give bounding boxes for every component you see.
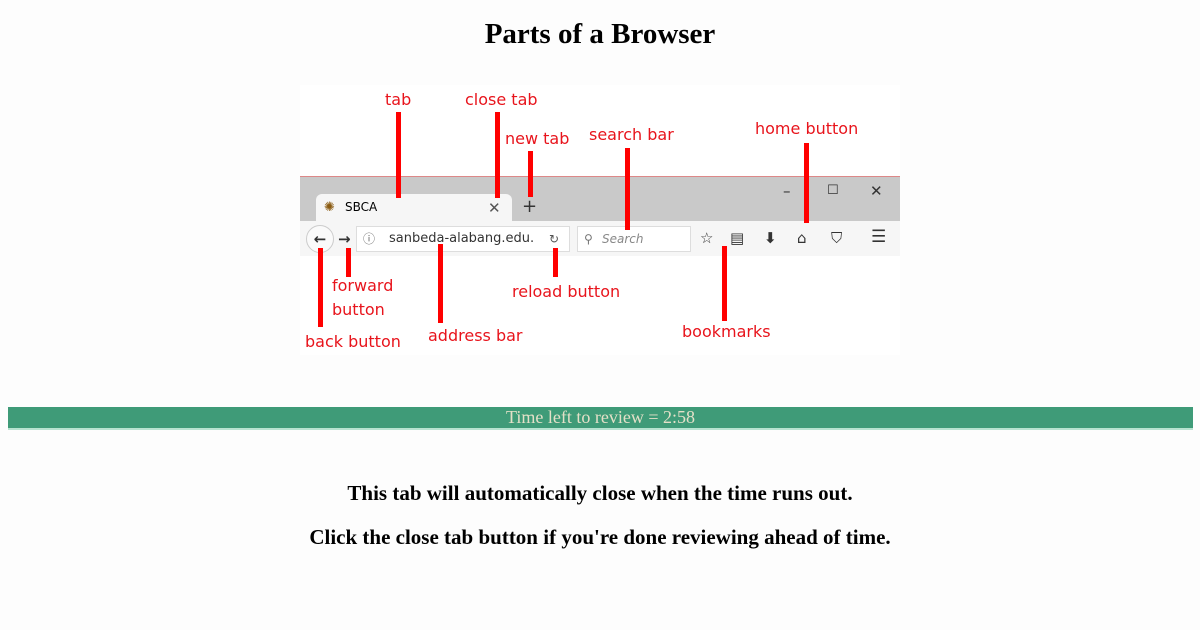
browser-tab: ✺ SBCA ✕ bbox=[316, 194, 512, 221]
pocket-icon: ⛉ bbox=[831, 229, 843, 247]
label-back-button: back button bbox=[305, 332, 401, 351]
browser-toolbar: ← → ⓘ sanbeda-alabang.edu. ↻ ⚲ Search ☆ … bbox=[300, 221, 900, 256]
label-bookmarks: bookmarks bbox=[682, 322, 771, 341]
new-tab-icon: + bbox=[522, 196, 538, 217]
menu-icon: ☰ bbox=[871, 227, 887, 247]
new-tab-pointer bbox=[528, 151, 533, 197]
search-bar: ⚲ Search bbox=[577, 226, 691, 252]
home-button-pointer bbox=[804, 143, 809, 223]
info-icon: ⓘ bbox=[363, 232, 376, 246]
home-icon: ⌂ bbox=[797, 229, 807, 247]
window-close-icon: ✕ bbox=[870, 182, 883, 200]
label-forward-button-2: button bbox=[332, 300, 385, 319]
close-tab-pointer bbox=[495, 112, 500, 198]
label-home-button: home button bbox=[755, 119, 859, 138]
label-close-tab: close tab bbox=[465, 90, 538, 109]
forward-button-pointer bbox=[346, 248, 351, 277]
auto-close-message: This tab will automatically close when t… bbox=[347, 481, 853, 505]
search-icon: ⚲ bbox=[584, 232, 593, 246]
address-bar: ⓘ sanbeda-alabang.edu. ↻ bbox=[356, 226, 570, 252]
maximize-icon: ☐ bbox=[827, 183, 839, 198]
label-reload-button: reload button bbox=[512, 282, 621, 301]
address-bar-pointer bbox=[438, 244, 443, 323]
reload-icon: ↻ bbox=[549, 232, 560, 246]
forward-icon: → bbox=[338, 230, 351, 248]
label-tab: tab bbox=[385, 90, 412, 109]
label-new-tab: new tab bbox=[505, 129, 570, 148]
tab-title: SBCA bbox=[345, 200, 378, 214]
browser-parts-diagram: ✺ SBCA ✕ + – ☐ ✕ ← → ⓘ sanbeda-alabang.e… bbox=[300, 85, 900, 355]
minimize-icon: – bbox=[783, 182, 791, 200]
bookmarks-pointer bbox=[722, 246, 727, 321]
address-text: sanbeda-alabang.edu. bbox=[389, 231, 535, 246]
school-logo-icon: ✺ bbox=[324, 200, 335, 215]
search-placeholder: Search bbox=[602, 232, 644, 246]
tab-pointer bbox=[396, 112, 401, 198]
search-bar-pointer bbox=[625, 148, 630, 230]
bookmarks-list-icon: ▤ bbox=[730, 229, 745, 247]
bookmark-star-icon: ☆ bbox=[700, 229, 714, 247]
download-icon: ⬇ bbox=[764, 229, 777, 247]
close-tab-instruction: Click the close tab button if you're don… bbox=[309, 525, 891, 549]
label-forward-button-1: forward bbox=[332, 276, 394, 295]
label-search-bar: search bar bbox=[589, 125, 674, 144]
label-address-bar: address bar bbox=[428, 326, 523, 345]
review-timer: Time left to review = 2:58 bbox=[8, 407, 1193, 430]
browser-screenshot: ✺ SBCA ✕ + – ☐ ✕ ← → ⓘ sanbeda-alabang.e… bbox=[300, 176, 900, 256]
close-tab-icon: ✕ bbox=[488, 199, 501, 217]
reload-button-pointer bbox=[553, 248, 558, 277]
back-button-pointer bbox=[318, 248, 323, 327]
page-title: Parts of a Browser bbox=[484, 18, 716, 50]
